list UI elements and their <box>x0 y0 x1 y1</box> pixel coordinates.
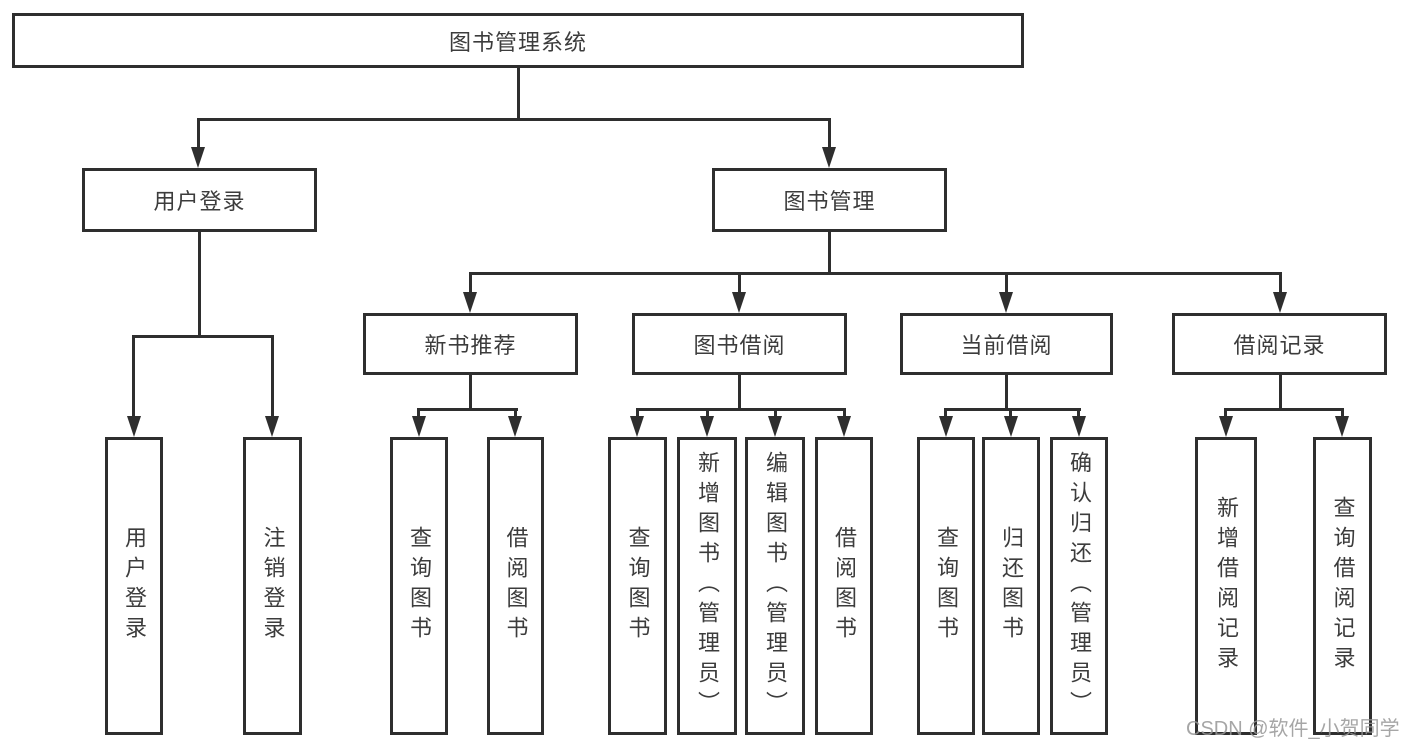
arrow-down-icon <box>191 147 205 168</box>
leaf-label: 查询图书 <box>407 526 432 646</box>
arrow-down-icon <box>463 292 477 313</box>
leaf-label: 确认归还（管理员） <box>1067 451 1092 721</box>
arrow-down-icon <box>1335 416 1349 437</box>
arrow-down-icon <box>939 416 953 437</box>
leaf-add-borrow-record: 新增借阅记录 <box>1195 437 1257 735</box>
connector-line <box>132 335 274 338</box>
connector-line <box>197 118 200 150</box>
leaf-label: 查询借阅记录 <box>1330 496 1356 676</box>
node-label: 新书推荐 <box>424 333 517 358</box>
connector-line <box>1279 272 1282 296</box>
arrow-down-icon <box>265 416 279 437</box>
arrow-down-icon <box>837 416 851 437</box>
arrow-down-icon <box>768 416 782 437</box>
leaf-label: 归还图书 <box>999 526 1024 646</box>
leaf-label: 查询图书 <box>934 526 959 646</box>
connector-line <box>1005 272 1008 296</box>
connector-line <box>271 335 274 419</box>
connector-line <box>1077 408 1080 420</box>
connector-line <box>944 408 1081 411</box>
connector-line <box>636 408 639 420</box>
arrow-down-icon <box>1273 292 1287 313</box>
leaf-query-borrow-record: 查询借阅记录 <box>1313 437 1372 735</box>
leaf-label: 新增图书（管理员） <box>695 451 720 721</box>
leaf-edit-books-admin: 编辑图书（管理员） <box>745 437 805 735</box>
connector-line <box>1009 408 1012 420</box>
arrow-down-icon <box>127 416 141 437</box>
leaf-query-books-recommend: 查询图书 <box>390 437 448 735</box>
node-label: 当前借阅 <box>960 333 1053 358</box>
leaf-borrow-books-recommend: 借阅图书 <box>487 437 544 735</box>
arrow-down-icon <box>1004 416 1018 437</box>
leaf-label: 查询图书 <box>625 526 651 646</box>
connector-line <box>738 272 741 296</box>
node-borrow-records: 借阅记录 <box>1172 313 1387 375</box>
leaf-borrow-books: 借阅图书 <box>815 437 873 735</box>
connector-line <box>514 408 517 420</box>
connector-line <box>738 375 741 408</box>
connector-line <box>417 408 518 411</box>
node-book-management: 图书管理 <box>712 168 947 232</box>
leaf-confirm-return-admin: 确认归还（管理员） <box>1050 437 1108 735</box>
connector-line <box>469 272 1281 275</box>
connector-line <box>1224 408 1344 411</box>
leaf-label: 用户登录 <box>122 526 147 646</box>
node-label: 用户登录 <box>153 189 246 214</box>
arrow-down-icon <box>999 292 1013 313</box>
arrow-down-icon <box>732 292 746 313</box>
connector-line <box>197 118 831 121</box>
leaf-query-books-current: 查询图书 <box>917 437 975 735</box>
connector-line <box>469 272 472 296</box>
connector-line <box>636 408 846 411</box>
arrow-down-icon <box>412 416 426 437</box>
node-current-borrow: 当前借阅 <box>900 313 1113 375</box>
node-user-login: 用户登录 <box>82 168 317 232</box>
connector-line <box>198 232 201 335</box>
node-label: 图书管理系统 <box>448 29 587 55</box>
connector-line <box>774 408 777 420</box>
leaf-label: 编辑图书（管理员） <box>763 451 788 721</box>
connector-line <box>706 408 709 420</box>
leaf-user-login: 用户登录 <box>105 437 163 735</box>
connector-line <box>1224 408 1227 420</box>
leaf-label: 借阅图书 <box>503 526 529 646</box>
leaf-logout: 注销登录 <box>243 437 302 735</box>
arrow-down-icon <box>1219 416 1233 437</box>
connector-line <box>828 118 831 150</box>
connector-line <box>132 335 135 419</box>
node-label: 图书借阅 <box>693 333 786 358</box>
connector-line <box>417 408 420 420</box>
node-new-book-recommend: 新书推荐 <box>363 313 578 375</box>
leaf-return-books: 归还图书 <box>982 437 1040 735</box>
arrow-down-icon <box>630 416 644 437</box>
arrow-down-icon <box>822 147 836 168</box>
leaf-add-books-admin: 新增图书（管理员） <box>677 437 737 735</box>
connector-line <box>517 68 520 118</box>
arrow-down-icon <box>1072 416 1086 437</box>
connector-line <box>1279 375 1282 408</box>
leaf-label: 注销登录 <box>260 526 286 646</box>
watermark: CSDN @软件_小贺同学 <box>1186 718 1400 740</box>
arrow-down-icon <box>508 416 522 437</box>
node-label: 借阅记录 <box>1233 333 1326 358</box>
connector-line <box>828 232 831 272</box>
connector-line <box>469 375 472 408</box>
arrow-down-icon <box>700 416 714 437</box>
leaf-query-books-borrow: 查询图书 <box>608 437 667 735</box>
node-library-system: 图书管理系统 <box>12 13 1024 68</box>
connector-line <box>843 408 846 420</box>
connector-line <box>944 408 947 420</box>
node-label: 图书管理 <box>783 189 876 214</box>
connector-line <box>1005 375 1008 408</box>
connector-line <box>1341 408 1344 420</box>
leaf-label: 新增借阅记录 <box>1214 496 1239 676</box>
leaf-label: 借阅图书 <box>832 526 857 646</box>
node-book-borrow: 图书借阅 <box>632 313 847 375</box>
